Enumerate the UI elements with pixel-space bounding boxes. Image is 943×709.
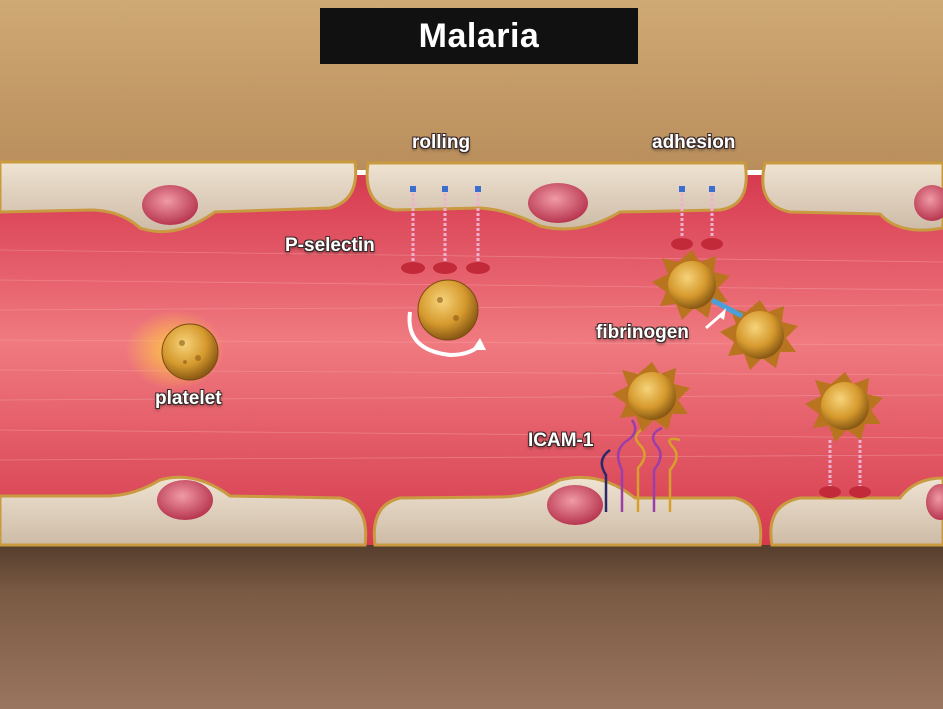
endothelial-nucleus: [547, 485, 603, 525]
outer-tissue-bottom: [0, 530, 943, 709]
label-icam-1: ICAM-1: [528, 430, 593, 452]
label-platelet: platelet: [155, 388, 222, 410]
p-selectin-receptors: [401, 186, 490, 274]
label-adhesion: adhesion: [652, 132, 735, 154]
label-rolling: rolling: [412, 132, 470, 154]
title-banner: Malaria: [320, 8, 638, 64]
endothelial-nucleus: [142, 185, 198, 225]
label-fibrinogen: fibrinogen: [596, 322, 689, 344]
page-title: Malaria: [419, 17, 540, 56]
platelet: [125, 310, 225, 390]
endothelial-nucleus: [157, 480, 213, 520]
label-p-selectin: P-selectin: [285, 235, 375, 257]
endothelial-nucleus: [528, 183, 588, 223]
